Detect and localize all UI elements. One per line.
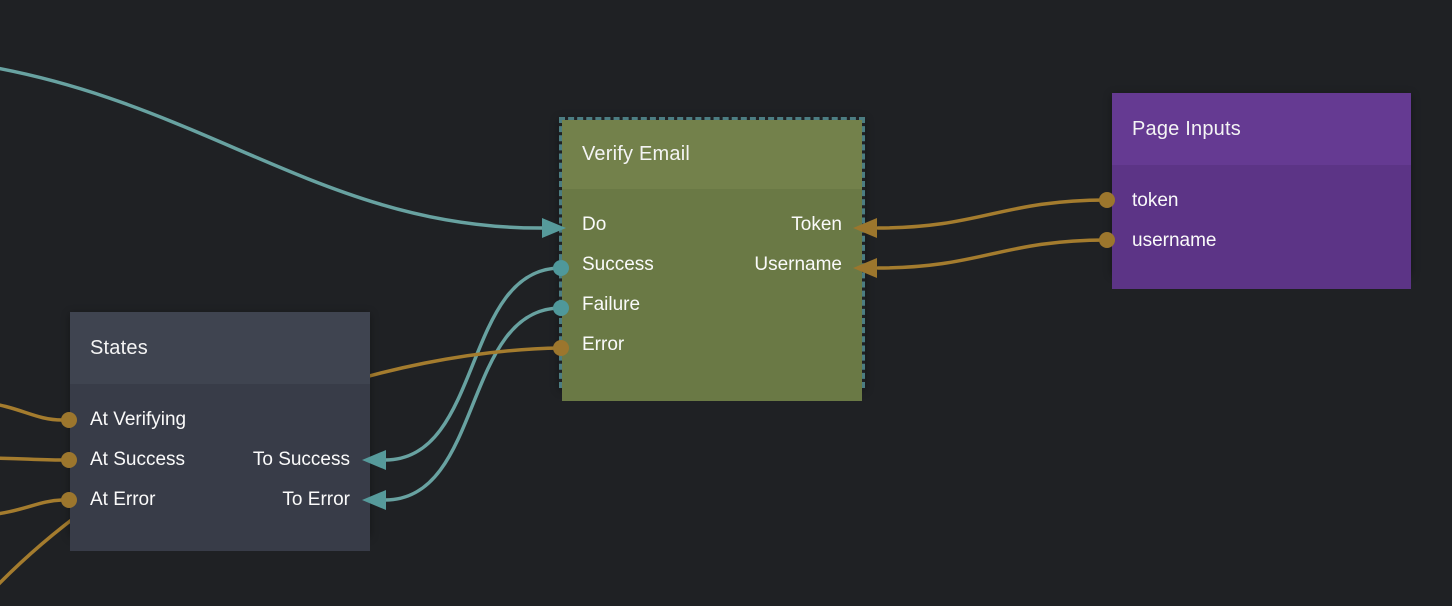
- port-row: Do Token: [562, 205, 862, 245]
- port-row: At Error To Error: [70, 480, 370, 520]
- node-verify-email[interactable]: Verify Email Do Token Success Username F…: [559, 117, 865, 401]
- wire-do-input[interactable]: [0, 62, 546, 230]
- node-page-inputs[interactable]: Page Inputs token username: [1112, 93, 1411, 289]
- node-title: States: [90, 336, 148, 359]
- node-body: token username: [1112, 165, 1411, 289]
- node-header[interactable]: States: [70, 312, 370, 384]
- port-label-do[interactable]: Do: [582, 214, 607, 235]
- wire-failure-to-error[interactable]: [383, 306, 563, 502]
- port-label-token[interactable]: Token: [791, 214, 842, 235]
- node-title: Verify Email: [582, 143, 690, 165]
- node-states[interactable]: States At Verifying At Success To Succes…: [70, 312, 370, 551]
- port-row: Failure: [562, 285, 862, 325]
- port-label-error[interactable]: Error: [582, 334, 625, 355]
- port-row: At Success To Success: [70, 440, 370, 480]
- port-label-token-output[interactable]: token: [1132, 190, 1179, 211]
- wire-at-verifying-input[interactable]: [0, 402, 64, 422]
- wire-at-success-input[interactable]: [0, 456, 64, 462]
- port-label-username[interactable]: Username: [754, 254, 842, 275]
- wire-token[interactable]: [876, 198, 1109, 230]
- node-header[interactable]: Verify Email: [562, 120, 862, 189]
- port-label-failure[interactable]: Failure: [582, 294, 641, 315]
- port-label-at-error[interactable]: At Error: [90, 489, 156, 510]
- port-label-success[interactable]: Success: [582, 254, 654, 275]
- port-row: username: [1112, 221, 1411, 261]
- node-body: Do Token Success Username Failure Error: [562, 189, 862, 401]
- port-label-username-output[interactable]: username: [1132, 230, 1217, 251]
- port-row: token: [1112, 181, 1411, 221]
- port-label-at-success[interactable]: At Success: [90, 449, 186, 470]
- port-row: Success Username: [562, 245, 862, 285]
- port-label-to-success[interactable]: To Success: [252, 449, 350, 470]
- node-body: At Verifying At Success To Success At Er…: [70, 384, 370, 551]
- port-row: At Verifying: [70, 400, 370, 440]
- wire-username[interactable]: [876, 238, 1109, 270]
- port-row: Error: [562, 325, 862, 365]
- wire-success-to-success[interactable]: [383, 266, 563, 462]
- wire-at-error-input[interactable]: [0, 498, 64, 516]
- node-title: Page Inputs: [1132, 117, 1241, 140]
- node-header[interactable]: Page Inputs: [1112, 93, 1411, 165]
- port-label-at-verifying[interactable]: At Verifying: [90, 409, 187, 430]
- port-label-to-error[interactable]: To Error: [282, 489, 350, 510]
